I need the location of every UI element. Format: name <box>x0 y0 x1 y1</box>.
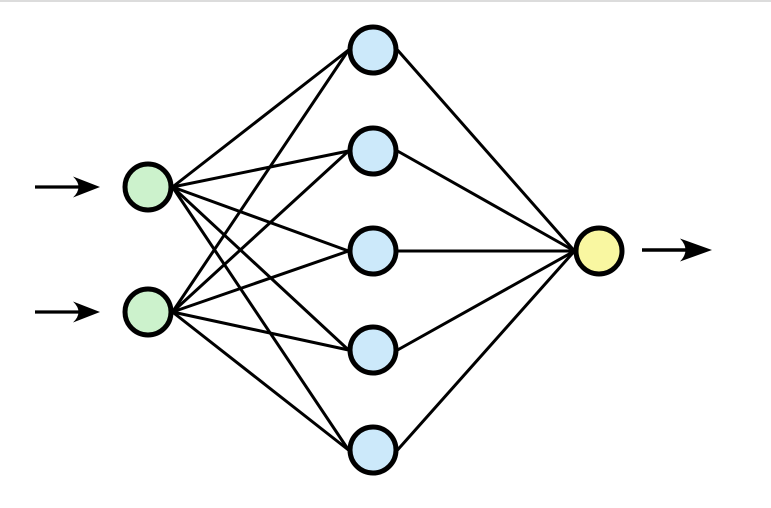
input-arrow-1-head <box>73 176 100 198</box>
edge-input-2-to-hidden-2 <box>171 149 350 314</box>
hidden-4-node <box>347 324 399 376</box>
edge-hidden-1-to-output-1 <box>396 49 576 252</box>
edge-input-2-to-hidden-4 <box>172 310 349 352</box>
edge-hidden-5-to-output-1 <box>396 250 576 451</box>
edge-input-2-to-hidden-3 <box>172 249 349 314</box>
nodes-layer <box>122 24 625 476</box>
hidden-2-node <box>347 125 399 177</box>
output-1-node <box>573 225 625 277</box>
input-2-node <box>122 286 174 338</box>
output-arrow <box>642 238 712 262</box>
input-arrow-1 <box>35 176 100 198</box>
edge-hidden-4-to-output-1 <box>396 249 576 352</box>
edge-input-1-to-hidden-1 <box>171 48 350 189</box>
edge-input-2-to-hidden-5 <box>171 310 350 452</box>
edge-hidden-2-to-output-1 <box>396 149 576 253</box>
hidden-5-node <box>347 424 399 476</box>
edge-input-1-to-hidden-4 <box>171 185 350 352</box>
edge-input-1-to-hidden-5 <box>171 186 350 451</box>
edges-layer <box>171 48 576 452</box>
hidden-3-node <box>347 225 399 277</box>
arrows-layer <box>35 176 712 323</box>
edge-input-1-to-hidden-2 <box>172 149 349 189</box>
hidden-1-node <box>347 24 399 76</box>
input-arrow-2-head <box>73 301 100 323</box>
edge-input-2-to-hidden-1 <box>171 49 350 313</box>
edge-input-1-to-hidden-3 <box>171 185 350 253</box>
input-arrow-2 <box>35 301 100 323</box>
output-arrow-head <box>680 238 712 262</box>
input-1-node <box>122 161 174 213</box>
window-top-border <box>0 0 771 2</box>
